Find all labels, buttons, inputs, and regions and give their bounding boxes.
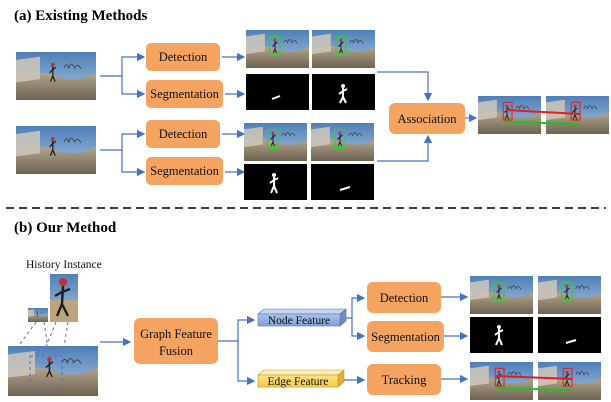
section-b-title: (b) Our Method bbox=[14, 220, 117, 236]
association-box: Association bbox=[389, 103, 465, 134]
graph-feature-fusion-box: Graph Feature Fusion bbox=[134, 318, 218, 364]
segmentation-mask-1b bbox=[312, 74, 375, 110]
segmentation-box-a1: Segmentation bbox=[146, 80, 223, 108]
arrow-to-association-1 bbox=[377, 71, 433, 102]
arrow-node-branch-b bbox=[351, 318, 366, 341]
history-link-1 bbox=[19, 321, 37, 345]
detection-label: Detection bbox=[159, 50, 208, 64]
detection-label: Detection bbox=[159, 127, 208, 141]
branch-connector-2 bbox=[100, 129, 146, 151]
fusion-label-line1: Graph Feature bbox=[140, 327, 212, 341]
segmentation-label: Segmentation bbox=[150, 87, 219, 101]
detection-box-a2: Detection bbox=[146, 120, 220, 148]
tracking-box-b: Tracking bbox=[367, 364, 441, 395]
association-label: Association bbox=[397, 112, 457, 126]
current-frame bbox=[8, 346, 98, 396]
detection-label: Detection bbox=[380, 291, 429, 305]
detection-result-1b bbox=[312, 30, 375, 68]
branch-connector-2b bbox=[121, 150, 146, 177]
arrow-fusion-to-node bbox=[218, 315, 256, 342]
segmentation-box-b: Segmentation bbox=[367, 321, 444, 352]
tracking-output-b bbox=[470, 362, 601, 400]
history-instance-crops bbox=[28, 274, 78, 322]
segmentation-mask-2b bbox=[311, 164, 374, 200]
tracking-label: Tracking bbox=[382, 373, 427, 387]
detection-result-b2 bbox=[538, 276, 601, 314]
association-output bbox=[478, 96, 609, 134]
arrow-to-association-2 bbox=[377, 134, 433, 162]
arrow-fusion-to-edge bbox=[237, 341, 256, 386]
detection-result-2b bbox=[311, 123, 374, 161]
edge-feature-label: Edge Feature bbox=[268, 376, 329, 388]
segmentation-mask-2a bbox=[244, 164, 307, 200]
edge-feature-block: Edge Feature bbox=[257, 369, 345, 388]
detection-result-b1 bbox=[470, 276, 533, 314]
segmentation-label: Segmentation bbox=[371, 330, 440, 344]
segmentation-mask-b1 bbox=[470, 317, 533, 353]
arrow-node-branch bbox=[346, 293, 366, 319]
node-feature-block: Node Feature bbox=[257, 308, 347, 327]
detection-result-2a bbox=[244, 123, 307, 161]
history-instance-label: History Instance bbox=[26, 259, 102, 271]
node-feature-label: Node Feature bbox=[268, 315, 330, 327]
segmentation-mask-1a bbox=[246, 74, 309, 110]
detection-box-b: Detection bbox=[367, 282, 441, 313]
fusion-label-line2: Fusion bbox=[159, 344, 194, 358]
section-a-title: (a) Existing Methods bbox=[14, 8, 148, 24]
segmentation-box-a2: Segmentation bbox=[146, 157, 223, 185]
detection-result-1a bbox=[246, 30, 309, 68]
input-frame-2 bbox=[16, 126, 96, 174]
branch-connector-1b bbox=[121, 76, 146, 99]
branch-connector-1 bbox=[100, 52, 146, 77]
segmentation-label: Segmentation bbox=[150, 164, 219, 178]
detection-box-a1: Detection bbox=[146, 43, 220, 71]
input-frame-1 bbox=[16, 52, 96, 100]
segmentation-mask-b2 bbox=[538, 317, 601, 353]
